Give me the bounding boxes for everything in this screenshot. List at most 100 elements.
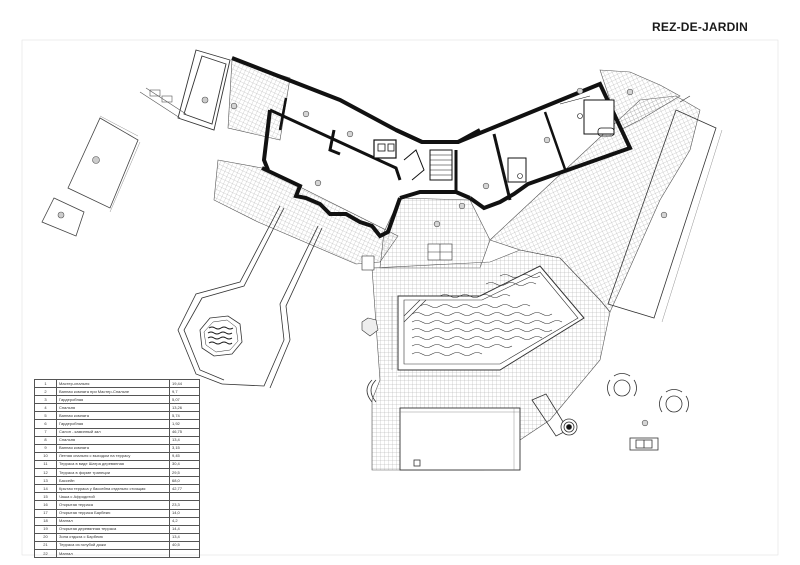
lower-covered-terrace: [366, 379, 521, 471]
legend-num: 4: [34, 403, 57, 413]
legend-room-name: Мастер-спальня: [56, 378, 170, 389]
swimming-pool: [361, 265, 585, 377]
legend-area: 29,5: [169, 468, 200, 478]
outdoor-furniture: [607, 373, 689, 451]
covered-terrace-left: [139, 49, 231, 131]
legend-area: 13,4: [169, 435, 200, 445]
legend-room-name: Гардеробная: [56, 419, 170, 429]
right-pergola: [607, 95, 723, 323]
legend-area: 9,7: [169, 387, 200, 397]
plan-title: REZ-DE-JARDIN: [652, 20, 748, 34]
legend-area: 9,45: [169, 451, 200, 461]
legend-num: 10: [34, 451, 57, 461]
legend-num: 9: [34, 443, 57, 453]
legend-area: 4,2: [169, 516, 200, 526]
legend-room-name: Ванная комната: [56, 443, 170, 453]
barbecue-area: [531, 393, 578, 437]
legend-num: 17: [34, 508, 57, 518]
legend-num: 3: [34, 395, 57, 405]
legend-num: 7: [34, 427, 57, 437]
legend-area: 23,3: [169, 500, 200, 510]
legend-num: 14: [34, 484, 57, 494]
legend-room-name: Мангал: [56, 548, 170, 559]
legend-num: 21: [34, 540, 57, 550]
legend-area: 5,07: [169, 395, 200, 405]
legend-area: [169, 548, 200, 559]
legend-num: 1: [34, 378, 57, 389]
legend-room-name: Летняя спальня с выходом на террасу: [56, 451, 170, 461]
legend-room-name: Салон - каминный зал: [56, 427, 170, 437]
legend-room-name: Мангал: [56, 516, 170, 526]
legend-num: 16: [34, 500, 57, 510]
legend-area: 13,4: [169, 532, 200, 542]
legend-room-name: Терраса из голубой дожи: [56, 540, 170, 550]
legend-room-name: Спальня: [56, 435, 170, 445]
detached-pavilions: [41, 115, 141, 237]
legend-num: 12: [34, 468, 57, 478]
legend-area: 1,92: [169, 419, 200, 429]
legend-num: 2: [34, 387, 57, 397]
legend-area: [169, 492, 200, 502]
legend-room-name: Чаша с Афродитой: [56, 492, 170, 502]
legend-num: 6: [34, 419, 57, 429]
legend-area: 14,4: [169, 524, 200, 534]
legend-room-name: Открытая терраса: [56, 500, 170, 510]
legend-area: 30,4: [169, 459, 200, 470]
legend-room-name: Зона отдыха с Барбекю: [56, 532, 170, 542]
legend-room-name: Ванная комната при Мастер-Спальне: [56, 387, 170, 397]
legend-num: 8: [34, 435, 57, 445]
legend-room-name: Ванная комната: [56, 411, 170, 421]
legend-area: 19,44: [169, 378, 200, 389]
legend-room-name: Гардеробная: [56, 395, 170, 405]
left-wing-walls: [231, 56, 423, 239]
legend-num: 18: [34, 516, 57, 526]
legend-room-name: Бассейн: [56, 476, 170, 486]
legend-num: 5: [34, 411, 57, 421]
walkways: [177, 205, 323, 389]
legend-area: 13,26: [169, 403, 200, 413]
legend-area: 40,5: [169, 540, 200, 550]
legend-num: 20: [34, 532, 57, 542]
legend-num: 11: [34, 459, 57, 470]
legend-num: 19: [34, 524, 57, 534]
legend-num: 13: [34, 476, 57, 486]
legend-area: 14,0: [169, 508, 200, 518]
right-wing-walls: [457, 81, 633, 211]
legend-area: 3,15: [169, 443, 200, 453]
legend-room-name: Терраса в форме трапеции: [56, 468, 170, 478]
legend-room-name: Терраса в виде Шатра деревянная: [56, 459, 170, 470]
legend-area: 5,74: [169, 411, 200, 421]
legend-room-name: Открытая терраса Барбекю: [56, 508, 170, 518]
legend-room-name: Крытая терраса у бассейна отдельно стоящ…: [56, 484, 170, 494]
legend-num: 22: [34, 548, 57, 559]
legend-num: 15: [34, 492, 57, 502]
legend-area: 68,0: [169, 476, 200, 486]
deck-steps: [361, 243, 453, 271]
legend-area: 46,75: [169, 427, 200, 437]
